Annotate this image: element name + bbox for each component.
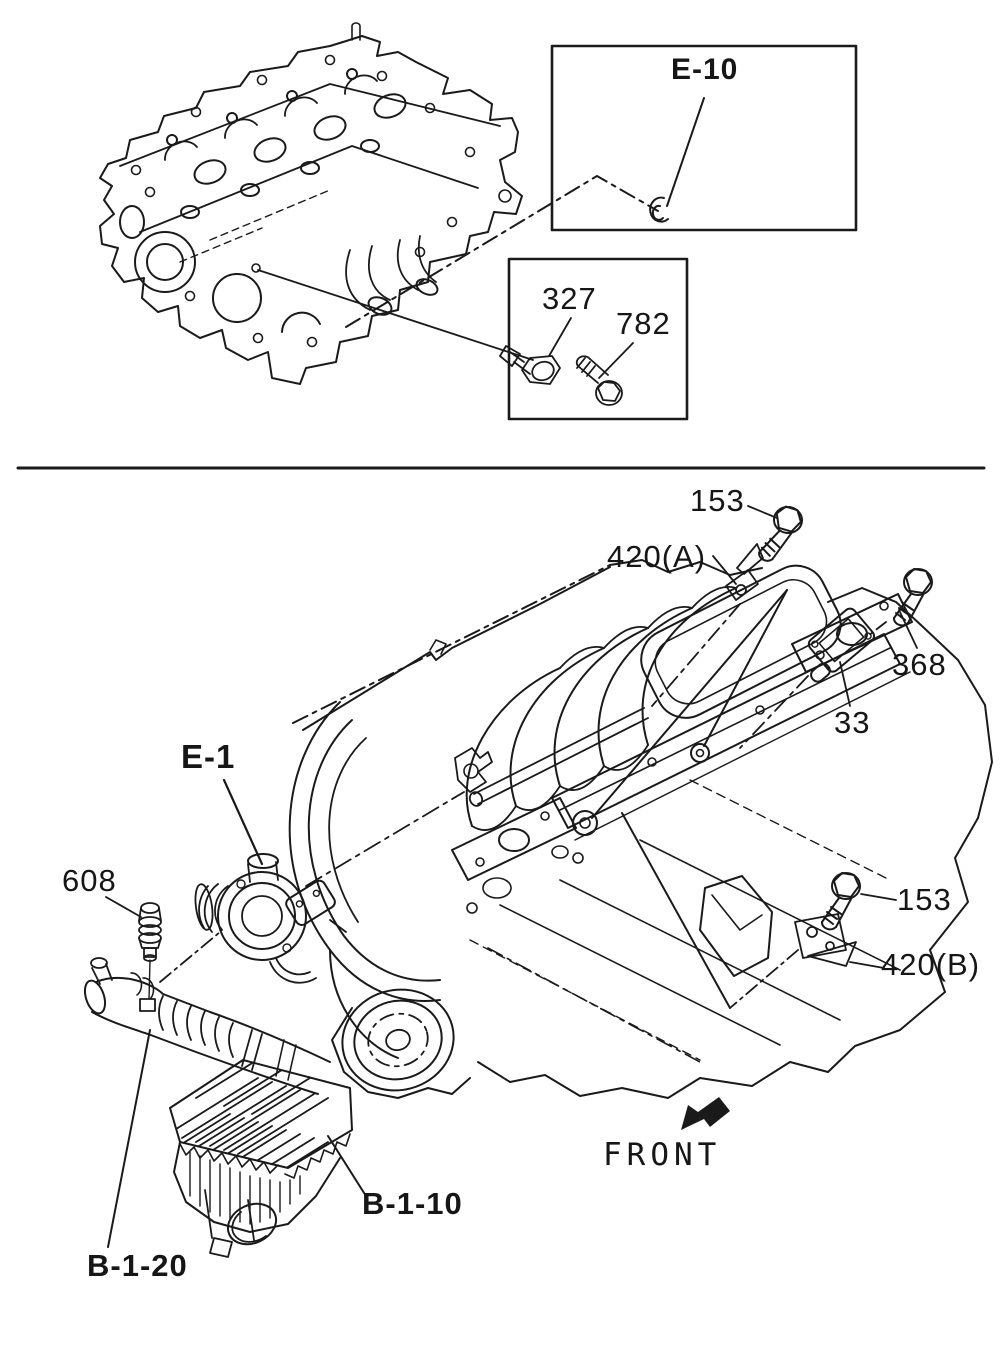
bolt-part-782 bbox=[575, 355, 623, 406]
callout-608: 608 bbox=[62, 863, 117, 898]
callout-420b: 420(B) bbox=[881, 947, 981, 982]
detail-box-e10 bbox=[550, 44, 858, 232]
leader-327 bbox=[548, 317, 572, 357]
bracket-part-420a bbox=[725, 543, 764, 601]
leader-153-right bbox=[860, 893, 897, 901]
dashdot-368-to-sensor bbox=[867, 621, 887, 637]
leader-153-top bbox=[747, 505, 778, 519]
leader-420a bbox=[712, 555, 737, 585]
callout-e1: E-1 bbox=[181, 738, 236, 775]
leader-b120 bbox=[107, 1029, 151, 1248]
cylinder-head-drawing bbox=[99, 22, 523, 385]
leader-420b-long bbox=[621, 812, 731, 1009]
leader-e1 bbox=[222, 778, 264, 866]
callout-153-top: 153 bbox=[690, 483, 745, 518]
leader-b110 bbox=[327, 1135, 367, 1197]
leader-782 bbox=[598, 342, 634, 379]
leader-sheet-b bbox=[703, 589, 788, 747]
detail-box-327 bbox=[507, 257, 689, 421]
air-cleaner-drawing bbox=[169, 1059, 353, 1258]
dashdot-head-to-e10 bbox=[345, 175, 659, 328]
bracket-part-420b bbox=[794, 913, 857, 967]
dashdot-33-to-engine bbox=[739, 675, 809, 749]
sensor-part-33 bbox=[807, 607, 876, 683]
bolt-part-153-right bbox=[820, 872, 861, 931]
dashdot-throttle-to-engine bbox=[305, 791, 465, 887]
front-label: FRONT bbox=[603, 1137, 722, 1173]
dashdot-420a-to-engine bbox=[651, 603, 741, 707]
clip-part-e10 bbox=[649, 196, 669, 223]
callout-782: 782 bbox=[616, 306, 671, 341]
leader-608 bbox=[105, 896, 142, 918]
callout-420a: 420(A) bbox=[607, 539, 707, 574]
sensor-part-327 bbox=[499, 345, 561, 385]
leader-head-to-327 bbox=[257, 269, 534, 361]
callout-153-right: 153 bbox=[897, 882, 952, 917]
leader-33 bbox=[839, 661, 851, 707]
callout-368: 368 bbox=[892, 647, 947, 682]
sensor-part-608 bbox=[138, 902, 162, 962]
callout-b-1-20: B-1-20 bbox=[87, 1248, 188, 1283]
throttle-body-drawing bbox=[194, 853, 347, 984]
dashdot-608-to-throttle bbox=[159, 931, 221, 983]
leader-420b bbox=[849, 961, 885, 969]
engine-assembly-drawing bbox=[288, 559, 993, 1099]
leader-e10-label bbox=[666, 97, 705, 207]
callout-b-1-10: B-1-10 bbox=[362, 1186, 463, 1221]
callout-327: 327 bbox=[542, 281, 597, 316]
callout-33: 33 bbox=[834, 705, 871, 740]
leader-368 bbox=[898, 609, 918, 649]
callout-e10: E-10 bbox=[671, 53, 739, 86]
leader-sheet-a bbox=[591, 589, 788, 819]
dashdot-420b-to-engine bbox=[729, 949, 799, 1009]
front-direction-arrow bbox=[681, 1097, 730, 1130]
